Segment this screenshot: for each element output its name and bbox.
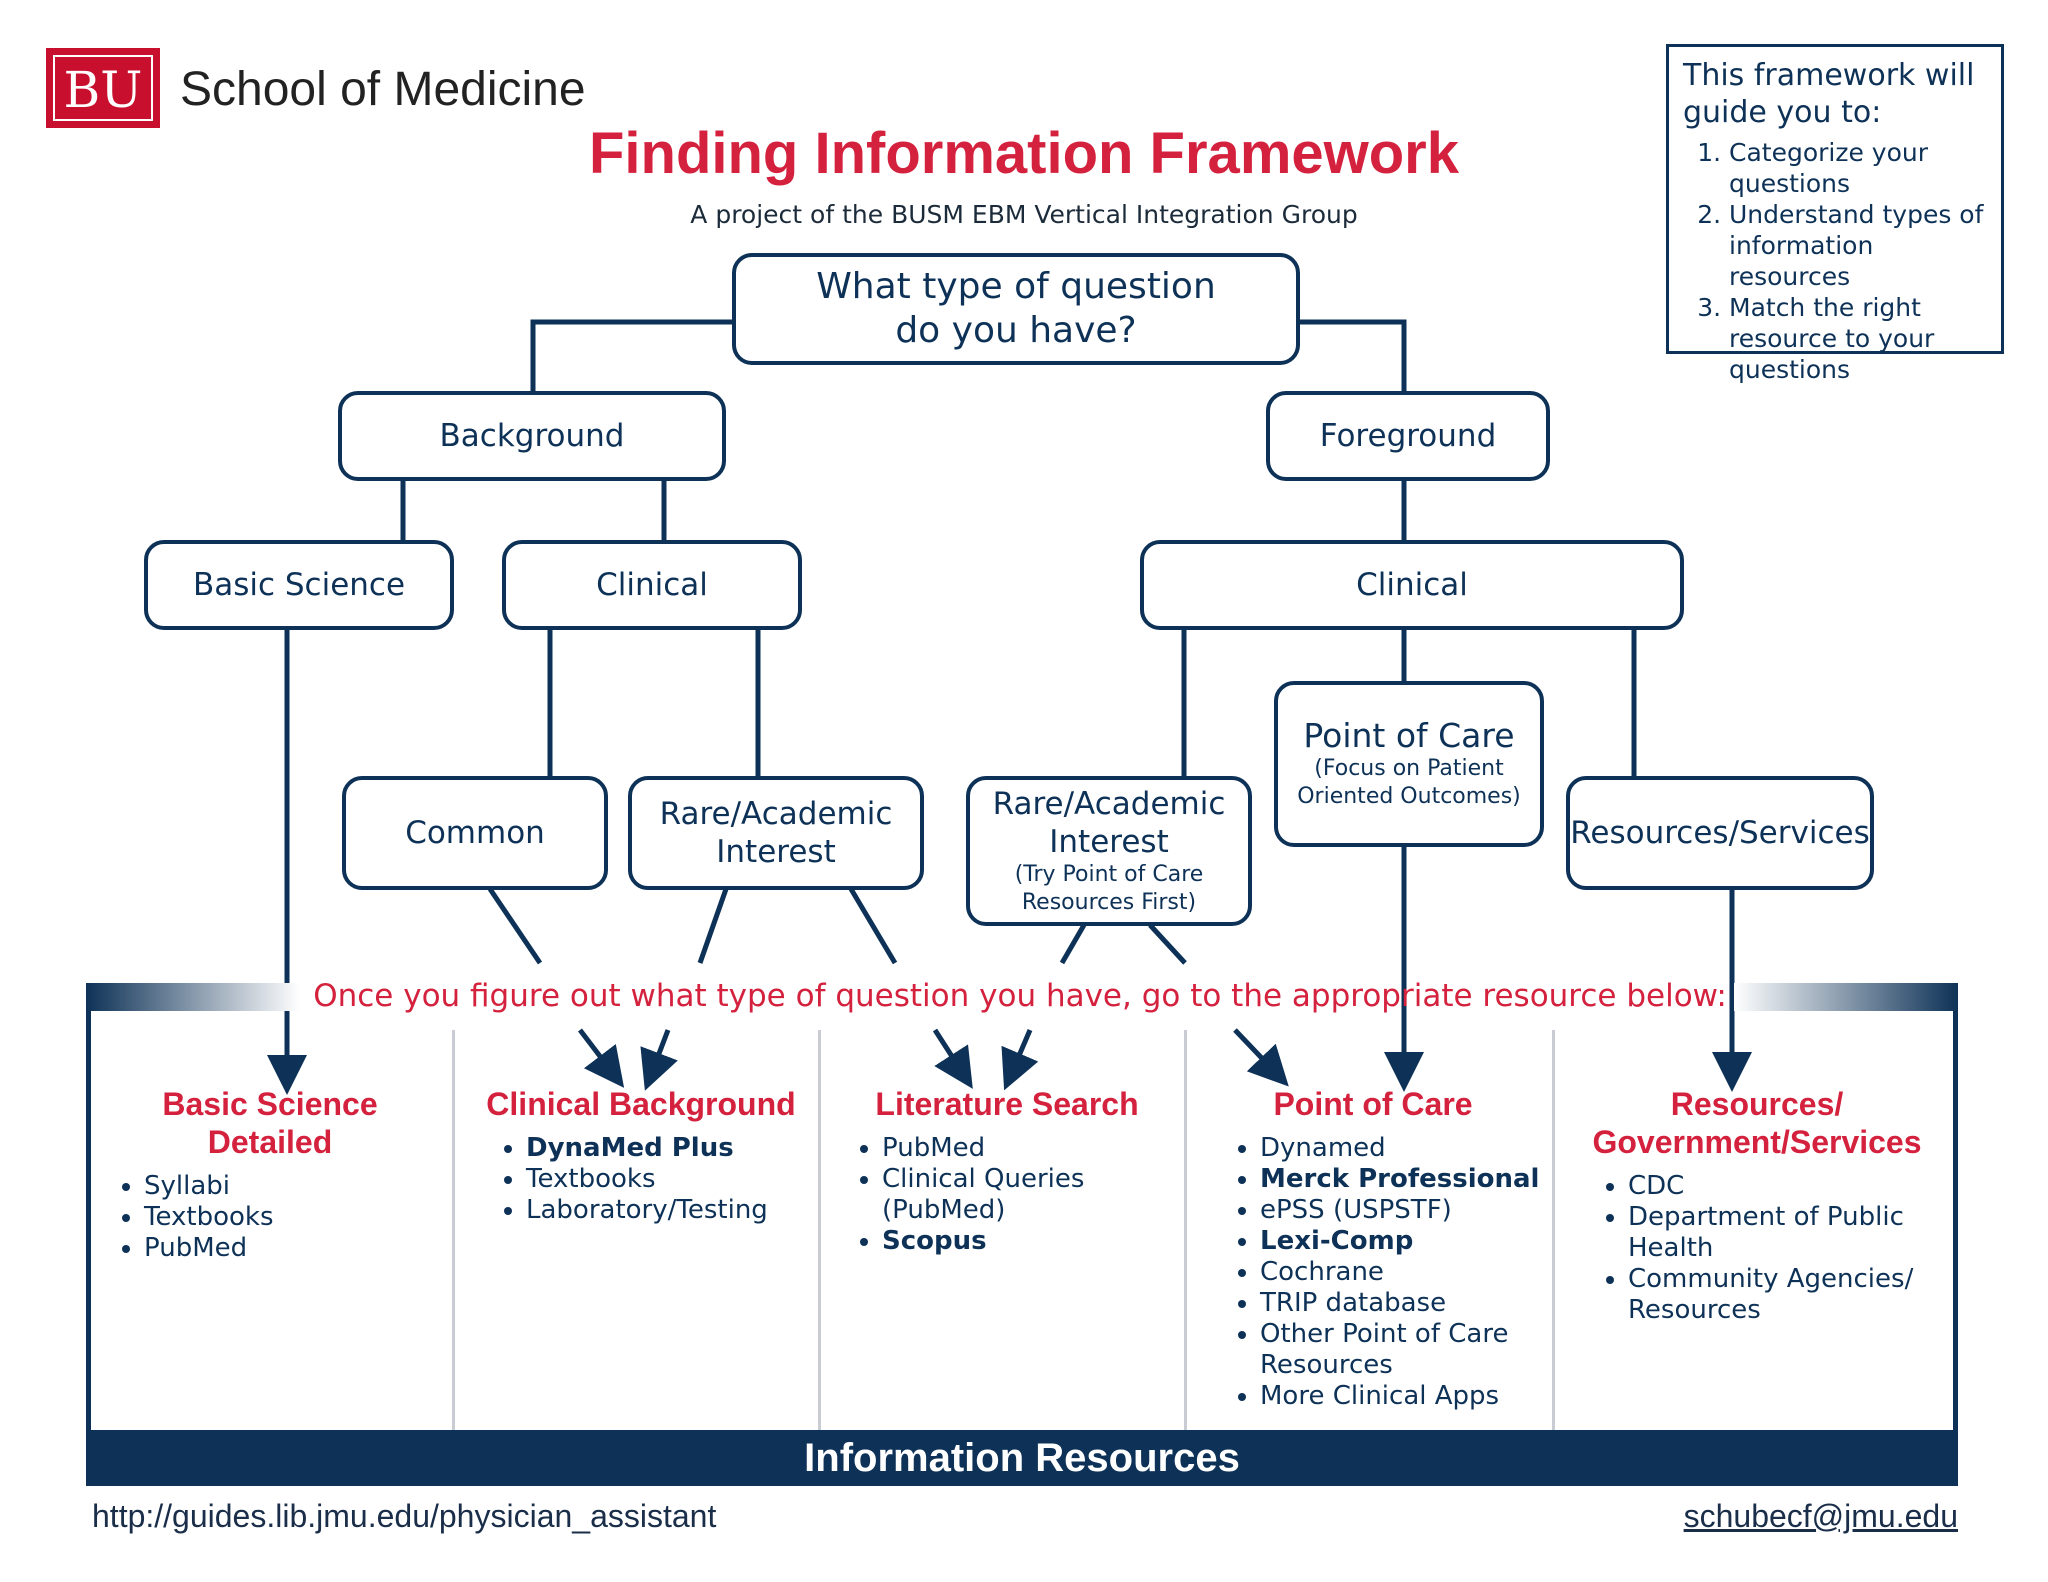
list-item: Department of Public Health — [1628, 1202, 1908, 1264]
connector — [487, 887, 543, 965]
clinical-foreground-label: Clinical — [1356, 567, 1468, 603]
column-resources: Resources/ Government/Services CDC Depar… — [1566, 1085, 1948, 1326]
arrow-clinical-background — [640, 1029, 678, 1091]
arrow-point-of-care — [1233, 1028, 1289, 1087]
guide-url[interactable]: http://guides.lib.jmu.edu/physician_assi… — [92, 1498, 717, 1534]
column-divider — [452, 1030, 455, 1430]
clinical-foreground-box: Clinical — [1140, 540, 1684, 630]
list-item: Dynamed — [1260, 1133, 1548, 1164]
contact-email-link[interactable]: schubecf@jmu.edu — [1683, 1498, 1958, 1534]
column-title: Resources/ Government/Services — [1566, 1085, 1948, 1161]
bu-logo-text: BU — [53, 55, 153, 121]
root-question-line: do you have? — [895, 310, 1137, 351]
guide-step: Understand types of information resource… — [1729, 199, 1987, 292]
column-title-line: Detailed — [207, 1124, 333, 1160]
guide-step: Match the right resource to your questio… — [1729, 292, 1987, 385]
column-title-line: Government/Services — [1592, 1124, 1922, 1160]
rare-academic-bg-label: Rare/Academic — [659, 796, 893, 832]
column-title: Basic Science Detailed — [100, 1085, 440, 1161]
column-title-line: Resources/ — [1670, 1086, 1844, 1122]
information-resources-bar: Information Resources — [86, 1430, 1958, 1486]
page-subtitle: A project of the BUSM EBM Vertical Integ… — [690, 200, 1358, 229]
point-of-care-note: Oriented Outcomes) — [1297, 784, 1521, 809]
column-basic-science: Basic Science Detailed Syllabi Textbooks… — [100, 1085, 440, 1264]
clinical-background-label: Clinical — [596, 567, 708, 603]
list-item: Laboratory/Testing — [526, 1195, 816, 1226]
column-divider — [1184, 1030, 1187, 1430]
connector — [848, 887, 898, 965]
common-label: Common — [405, 815, 545, 851]
rare-academic-fg-label: Interest — [1049, 824, 1169, 860]
column-point-of-care: Point of Care Dynamed Merck Professional… — [1198, 1085, 1548, 1412]
resources-services-box: Resources/Services — [1566, 776, 1874, 890]
arrow-literature-search — [932, 1028, 973, 1089]
basic-science-label: Basic Science — [192, 567, 406, 603]
column-title: Clinical Background — [486, 1086, 796, 1122]
list-item: More Clinical Apps — [1260, 1381, 1548, 1412]
list-item: ePSS (USPSTF) — [1260, 1195, 1548, 1226]
basic-science-box: Basic Science — [144, 540, 454, 630]
bu-logo: BU — [46, 48, 160, 128]
column-divider — [1552, 1030, 1555, 1430]
banner-gradient-right — [1734, 983, 1958, 1011]
background-label: Background — [439, 418, 625, 454]
arrow-clinical-background — [578, 1028, 625, 1088]
list-item: CDC — [1628, 1171, 1948, 1202]
resources-panel — [86, 983, 1958, 1483]
list-item: Textbooks — [526, 1164, 816, 1195]
arrow-literature-search — [1001, 1029, 1039, 1091]
point-of-care-note: (Focus on Patient — [1314, 756, 1504, 781]
rare-academic-bg-label: Interest — [716, 834, 836, 870]
clinical-background-box: Clinical — [502, 540, 802, 630]
foreground-box: Foreground — [1266, 391, 1550, 481]
page-title: Finding Information Framework — [588, 121, 1460, 186]
background-box: Background — [338, 391, 726, 481]
list-item: PubMed — [882, 1133, 1182, 1164]
rare-academic-fg-label: Rare/Academic — [992, 786, 1226, 822]
list-item: Other Point of Care Resources — [1260, 1319, 1510, 1381]
column-title: Point of Care — [1273, 1086, 1473, 1122]
common-box: Common — [342, 776, 608, 890]
school-name: School of Medicine — [180, 63, 586, 116]
list-item: Lexi-Comp — [1260, 1226, 1548, 1257]
list-item: Syllabi — [144, 1171, 440, 1202]
connector — [1300, 319, 1407, 393]
point-of-care-box: Point of Care (Focus on Patient Oriented… — [1274, 681, 1544, 847]
list-item: TRIP database — [1260, 1288, 1548, 1319]
list-item: PubMed — [144, 1233, 440, 1264]
foreground-label: Foreground — [1319, 418, 1497, 454]
connector — [697, 888, 729, 964]
list-item: Textbooks — [144, 1202, 440, 1233]
guide-box: This framework will guide you to: Catego… — [1666, 44, 2004, 384]
list-item: Scopus — [882, 1226, 1182, 1257]
connector — [530, 319, 734, 393]
root-question-line: What type of question — [816, 266, 1216, 307]
banner-gradient-left — [86, 983, 300, 1011]
column-title-line: Basic Science — [162, 1086, 378, 1122]
rare-academic-fg-note: Resources First) — [1021, 890, 1197, 915]
list-item: Merck Professional — [1260, 1164, 1548, 1195]
guide-step: Categorize your questions — [1729, 137, 1987, 199]
rare-academic-fg-box: Rare/Academic Interest (Try Point of Car… — [966, 776, 1252, 926]
connector — [1059, 923, 1087, 965]
column-divider — [818, 1030, 821, 1430]
column-title: Literature Search — [875, 1086, 1139, 1122]
rare-academic-fg-note: (Try Point of Care — [1014, 862, 1204, 887]
guide-steps: Categorize your questions Understand typ… — [1683, 137, 1987, 385]
list-item: Clinical Queries (PubMed) — [882, 1164, 1102, 1226]
list-item: DynaMed Plus — [526, 1133, 816, 1164]
list-item: Cochrane — [1260, 1257, 1548, 1288]
list-item: Community Agencies/ Resources — [1628, 1264, 1918, 1326]
rare-academic-bg-box: Rare/Academic Interest — [628, 776, 924, 890]
point-of-care-label: Point of Care — [1303, 716, 1515, 755]
root-question-box: What type of question do you have? — [732, 253, 1300, 365]
resources-services-label: Resources/Services — [1570, 815, 1870, 851]
guide-intro: This framework will guide you to: — [1683, 58, 1975, 130]
column-literature-search: Literature Search PubMed Clinical Querie… — [832, 1085, 1182, 1257]
instruction-banner: Once you figure out what type of questio… — [313, 978, 1727, 1014]
connector — [1148, 923, 1187, 965]
column-clinical-background: Clinical Background DynaMed Plus Textboo… — [466, 1085, 816, 1226]
